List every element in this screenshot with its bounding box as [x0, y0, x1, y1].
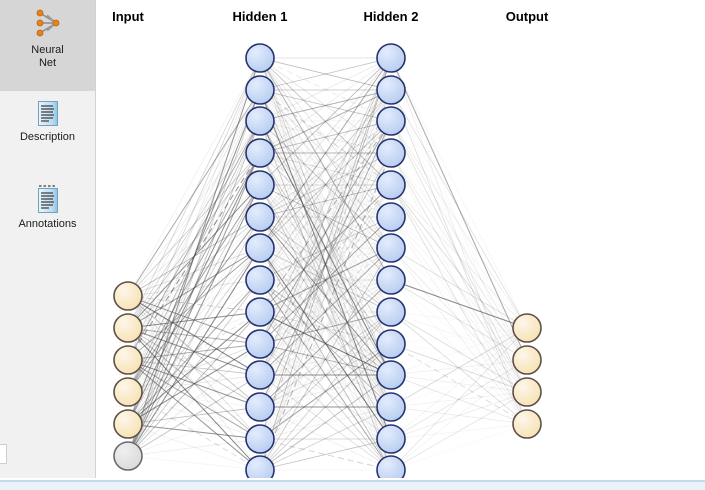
sidebar-item-label: Neural: [31, 44, 64, 56]
hidden1-node-9: [245, 297, 275, 327]
sidebar-item-annotations[interactable]: Annotations: [0, 178, 95, 248]
column-header-hidden1: Hidden 1: [232, 9, 288, 24]
hidden2-node-5: [376, 170, 406, 200]
bottom-edge-strip: [0, 478, 705, 490]
hidden2-node-7: [376, 233, 406, 263]
connections-hidden1-hidden2: [259, 57, 392, 471]
view-sidebar: Neural Net Description: [0, 0, 96, 478]
hidden2-node-11: [376, 360, 406, 390]
hidden1-node-2: [245, 75, 275, 105]
splitter-handle[interactable]: [0, 444, 7, 464]
column-header-output: Output: [505, 9, 549, 24]
input-node-1: [113, 281, 143, 311]
sidebar-item-description[interactable]: Description: [0, 92, 95, 164]
connections-input-hidden1: [127, 57, 261, 471]
output-layer-nodes: [512, 313, 542, 439]
sidebar-item-label: Annotations: [18, 218, 77, 230]
hidden2-node-6: [376, 202, 406, 232]
input-node-2: [113, 313, 143, 343]
output-node-4: [512, 409, 542, 439]
hidden1-node-8: [245, 265, 275, 295]
output-node-2: [512, 345, 542, 375]
input-layer-nodes: [113, 281, 143, 471]
sidebar-item-neural-net[interactable]: Neural Net: [0, 0, 95, 91]
hidden2-node-9: [376, 297, 406, 327]
hidden2-node-4: [376, 138, 406, 168]
input-node-3: [113, 345, 143, 375]
hidden1-layer-nodes: [245, 43, 275, 478]
hidden1-node-5: [245, 170, 275, 200]
hidden1-node-3: [245, 106, 275, 136]
hidden2-node-12: [376, 392, 406, 422]
connections-hidden2-output: [390, 57, 528, 471]
hidden1-node-14: [245, 455, 275, 478]
hidden2-node-14: [376, 455, 406, 478]
hidden2-node-1: [376, 43, 406, 73]
column-header-input: Input: [112, 9, 144, 24]
hidden2-node-8: [376, 265, 406, 295]
column-header-hidden2: Hidden 2: [363, 9, 419, 24]
input-node-5: [113, 409, 143, 439]
hidden2-node-2: [376, 75, 406, 105]
input-node-4: [113, 377, 143, 407]
hidden2-node-13: [376, 424, 406, 454]
hidden1-node-6: [245, 202, 275, 232]
hidden1-node-10: [245, 329, 275, 359]
hidden1-node-7: [245, 233, 275, 263]
hidden2-node-3: [376, 106, 406, 136]
output-node-1: [512, 313, 542, 343]
hidden2-node-10: [376, 329, 406, 359]
hidden1-node-12: [245, 392, 275, 422]
output-node-3: [512, 377, 542, 407]
description-icon: [37, 101, 58, 126]
hidden1-node-11: [245, 360, 275, 390]
sidebar-item-label: Description: [19, 131, 76, 143]
annotations-icon: [37, 185, 58, 213]
sidebar-item-label: Net: [38, 57, 57, 69]
input-node-6: [113, 441, 143, 471]
network-canvas: [113, 43, 542, 478]
hidden2-layer-nodes: [376, 43, 406, 478]
hidden1-node-1: [245, 43, 275, 73]
hidden1-node-4: [245, 138, 275, 168]
hidden1-node-13: [245, 424, 275, 454]
neural-net-icon: [36, 9, 59, 37]
